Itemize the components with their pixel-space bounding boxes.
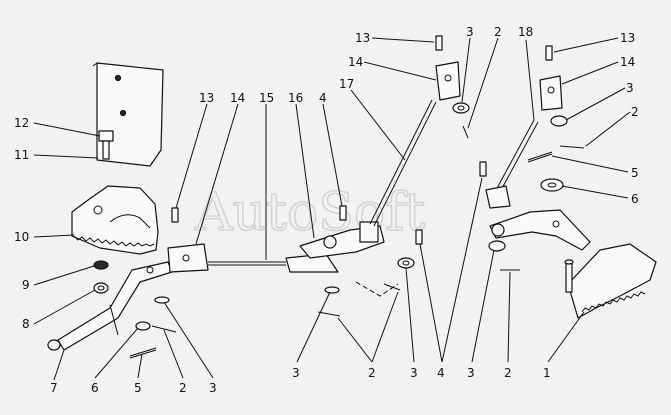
washer-part-3-right-lower <box>488 240 506 252</box>
callout-2-left: 2 <box>179 381 187 395</box>
toothed-sector-left <box>71 185 159 255</box>
pin-part-2-center-bottom <box>317 311 341 317</box>
rod-part-17 <box>369 99 437 227</box>
washer-part-6-right <box>540 178 564 192</box>
callout-numbers: 12 11 10 9 8 7 6 5 2 3 13 14 15 16 4 17 … <box>14 25 639 395</box>
callout-3-bottom-center: 3 <box>410 366 418 380</box>
washer-part-3-center-top <box>452 102 470 114</box>
washer-part-3-center-bottom <box>324 286 340 294</box>
callout-12: 12 <box>14 116 29 130</box>
lever-part-right <box>489 209 591 251</box>
rod-part-15 <box>208 261 286 266</box>
callout-4-bottom: 4 <box>437 366 445 380</box>
callout-3-bottom-right: 3 <box>467 366 475 380</box>
callout-2-bottom-center: 2 <box>368 366 376 380</box>
callout-3-left: 3 <box>209 381 217 395</box>
callout-2-right: 2 <box>631 105 639 119</box>
callout-5-right: 5 <box>631 166 639 180</box>
cotter-pin-part-5 <box>129 347 157 359</box>
lever-part-7 <box>47 261 173 351</box>
nut-part-9 <box>93 260 109 270</box>
fork-part-14-right <box>539 75 563 111</box>
callout-10: 10 <box>14 230 29 244</box>
assembly-guide-dashed <box>355 281 399 297</box>
callout-4-top: 4 <box>319 91 327 105</box>
leader-lines <box>33 37 631 381</box>
cotter-part-2-center-top <box>462 125 469 139</box>
washer-part-3-center-lower <box>397 257 415 269</box>
lever-part-16 <box>299 221 385 259</box>
fork-part-right-lower <box>479 161 511 209</box>
callout-14-left: 14 <box>230 91 245 105</box>
washer-part-3-left <box>154 296 170 304</box>
callout-13-right: 13 <box>620 31 635 45</box>
callout-6-right: 6 <box>631 192 639 206</box>
callout-15: 15 <box>259 91 274 105</box>
callout-1: 1 <box>543 366 551 380</box>
fork-part-14-center-top <box>435 61 461 101</box>
pin-part-13-center <box>435 35 443 51</box>
callout-17: 17 <box>339 77 354 91</box>
callout-14-right: 14 <box>620 55 635 69</box>
callout-9: 9 <box>22 278 30 292</box>
callout-13-center: 13 <box>355 31 370 45</box>
callout-8: 8 <box>22 317 30 331</box>
callout-7: 7 <box>50 381 58 395</box>
pin-part-4-center-lower <box>415 229 423 245</box>
cotter-pin-part-5-right <box>527 151 553 163</box>
pin-part-2-left <box>151 325 177 333</box>
toothed-sector-right <box>564 243 657 319</box>
pin-part-13-left <box>171 207 179 223</box>
callout-5-left: 5 <box>134 381 142 395</box>
callout-13-left: 13 <box>199 91 214 105</box>
callout-14-center: 14 <box>348 55 363 69</box>
callout-2-center: 2 <box>494 25 502 39</box>
pin-part-2-right <box>559 145 585 149</box>
pin-part-2-center-right <box>383 283 401 291</box>
pin-part-4-center <box>339 205 347 221</box>
callout-18: 18 <box>518 25 533 39</box>
callout-16: 16 <box>288 91 303 105</box>
pin-part-13-right <box>545 45 553 61</box>
washer-part-6 <box>135 321 151 331</box>
callout-2-bottom-right: 2 <box>504 366 512 380</box>
callout-3-bottom-left: 3 <box>292 366 300 380</box>
callout-6-left: 6 <box>91 381 99 395</box>
fork-part-14-left <box>167 243 209 273</box>
watermark: AutoSoft <box>194 183 425 243</box>
nut-part-8 <box>93 282 109 294</box>
callout-3-right: 3 <box>626 81 634 95</box>
rod-part-18 <box>495 119 539 193</box>
callout-3-center: 3 <box>466 25 474 39</box>
callout-11: 11 <box>14 148 29 162</box>
washer-part-3-right <box>550 115 568 127</box>
